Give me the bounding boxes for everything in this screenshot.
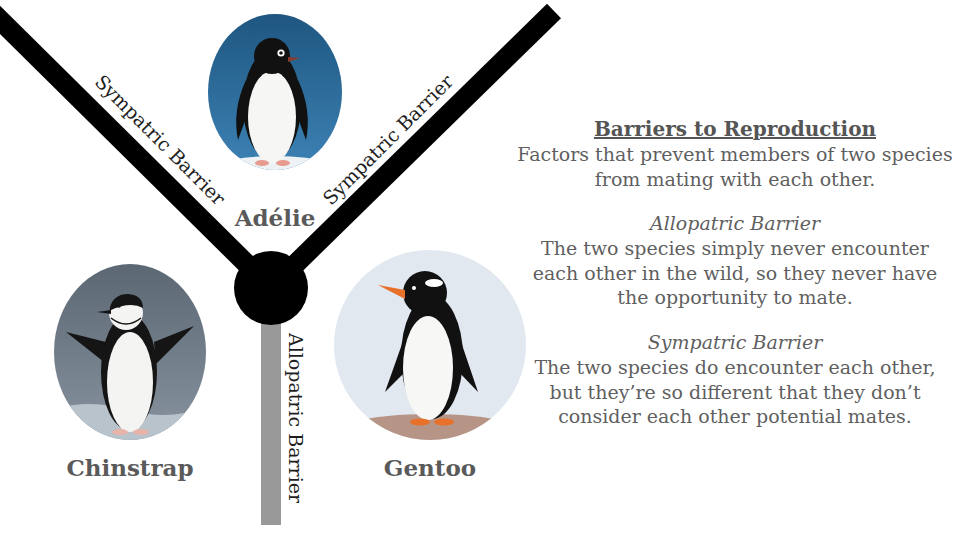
art-ellipse	[425, 279, 443, 287]
art-ellipse	[107, 332, 153, 432]
term-heading: Sympatric Barrier	[516, 330, 954, 355]
art-polygon	[97, 310, 111, 314]
definition-text: Factors that prevent members of two spec…	[516, 142, 954, 191]
species-name: Chinstrap	[53, 454, 207, 481]
barrier-label: Allopatric Barrier	[286, 333, 307, 503]
block-heading: Barriers to Reproduction	[516, 116, 954, 142]
art-ellipse	[133, 429, 149, 435]
penguin-node: Adélie	[207, 14, 343, 236]
definition-text: The two species do encounter each other,…	[516, 355, 954, 429]
art-polygon	[378, 285, 405, 299]
art-circle	[254, 38, 290, 74]
art-circle	[279, 51, 283, 55]
art-ellipse	[403, 316, 453, 420]
species-name: Gentoo	[333, 454, 527, 481]
junction-dot	[234, 251, 308, 325]
art-ellipse	[410, 419, 430, 426]
adelie-photo	[195, 10, 355, 200]
barrier-lines	[0, 8, 554, 525]
term-heading: Allopatric Barrier	[516, 211, 954, 236]
art-rect	[50, 260, 210, 445]
art-rect	[200, 10, 350, 180]
art-ellipse	[112, 429, 128, 435]
art-path	[109, 294, 143, 311]
art-ellipse	[434, 419, 454, 426]
art-polygon	[288, 57, 300, 62]
art-polygon	[66, 332, 106, 362]
art-circle	[412, 286, 416, 290]
barrier-label: Sympatric Barrier	[319, 71, 457, 209]
art-circle	[277, 49, 284, 56]
penguin-node: Gentoo	[333, 249, 527, 486]
species-name: Adélie	[207, 204, 343, 231]
art-ellipse	[276, 160, 290, 166]
art-rect	[330, 245, 530, 445]
art-path	[111, 318, 141, 324]
art-circle	[403, 271, 447, 315]
definition-block: Barriers to ReproductionFactors that pre…	[516, 116, 954, 429]
art-ellipse	[255, 160, 269, 166]
art-circle	[117, 304, 121, 308]
chinstrap-photo	[50, 260, 210, 445]
allopatric-line	[261, 295, 281, 525]
penguin-node: Chinstrap	[53, 263, 207, 486]
barrier-label: Sympatric Barrier	[91, 71, 229, 209]
definition-text: The two species simply never encounter e…	[516, 236, 954, 310]
gentoo-photo	[320, 245, 540, 466]
art-polygon	[154, 326, 194, 364]
art-ellipse	[248, 71, 296, 163]
